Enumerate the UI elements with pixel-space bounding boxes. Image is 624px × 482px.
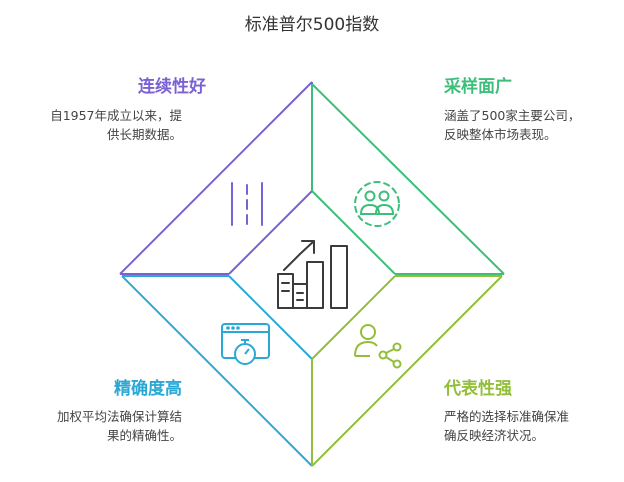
desc-precision: 加权平均法确保计算结 果的精确性。 (14, 407, 182, 445)
heading-precision: 精确度高 (114, 379, 182, 399)
desc-representative-line-1: 严格的选择标准确保准 (444, 409, 570, 424)
bar-chart-growth-icon (277, 240, 348, 309)
desc-coverage: 涵盖了500家主要公司， 反映整体市场表现。 (444, 106, 614, 144)
desc-precision-line-1: 加权平均法确保计算结 (56, 409, 182, 424)
heading-coverage: 采样面广 (444, 77, 512, 97)
quadrant-top-right (311, 83, 505, 275)
desc-continuity-line-2: 供长期数据。 (106, 127, 182, 142)
heading-representative: 代表性强 (444, 379, 512, 399)
desc-representative-line-2: 确反映经济状况。 (444, 428, 545, 443)
desc-coverage-line-2: 反映整体市场表现。 (444, 127, 557, 142)
desc-continuity-line-1: 自1957年成立以来，提 (50, 108, 182, 123)
desc-precision-line-2: 果的精确性。 (106, 428, 182, 443)
road-lanes-icon (231, 182, 263, 226)
diagram-title: 标准普尔500指数 (244, 15, 380, 35)
people-group-icon (354, 181, 400, 227)
desc-coverage-line-1: 涵盖了500家主要公司， (444, 108, 581, 123)
desc-continuity: 自1957年成立以来，提 供长期数据。 (14, 106, 182, 144)
quadrant-bottom-right (311, 275, 503, 467)
heading-continuity: 连续性好 (138, 77, 206, 97)
person-share-icon (354, 324, 402, 369)
stopwatch-window-icon (221, 323, 270, 365)
desc-representative: 严格的选择标准确保准 确反映经济状况。 (444, 407, 614, 445)
